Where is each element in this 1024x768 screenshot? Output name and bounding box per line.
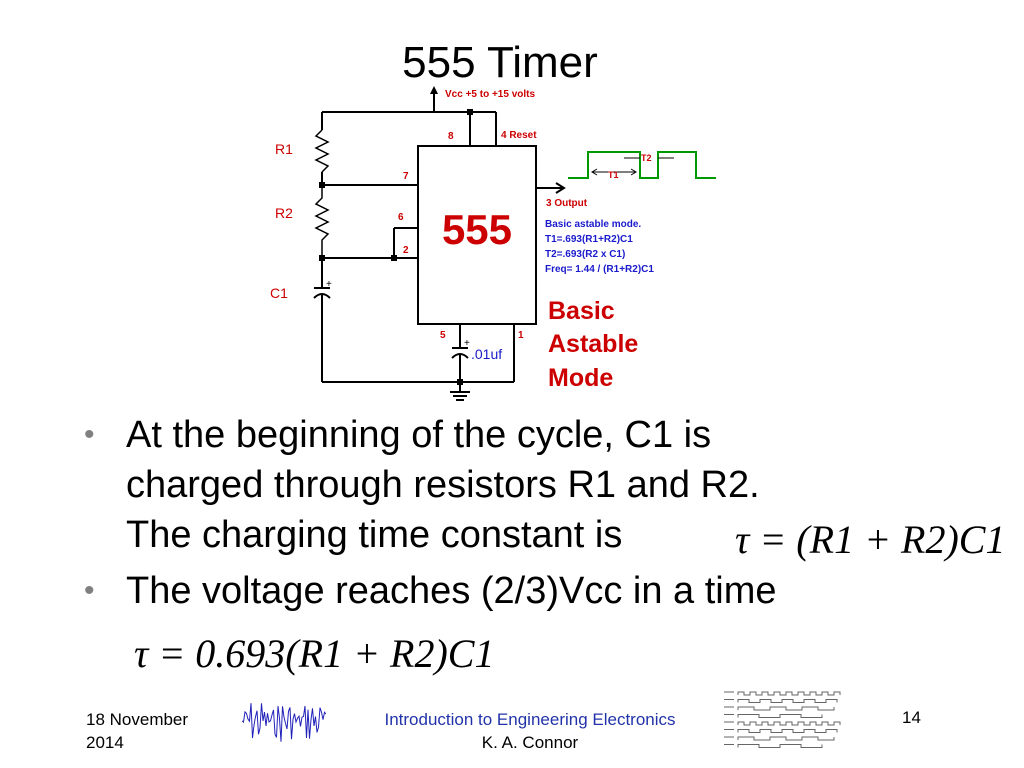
output-label: 3 Output: [546, 198, 588, 209]
supply-label: Vcc +5 to +15 volts: [445, 89, 535, 100]
r2-label: R2: [275, 205, 293, 221]
pin5-label: 5: [440, 330, 446, 341]
astable-555-circuit-diagram: Vcc +5 to +15 volts 8 4 Reset R1 7 R2 6 …: [270, 86, 716, 401]
bullet-line: At the beginning of the cycle, C1 is: [126, 414, 712, 456]
bullet-list: • At the beginning of the cycle, C1 is c…: [84, 410, 1014, 616]
timing-diagram-icon: [724, 691, 841, 748]
info-line-2: T1=.693(R1+R2)C1: [545, 234, 633, 245]
bullet-line: The voltage reaches (2/3)Vcc in a time: [126, 570, 777, 612]
output-waveform: [568, 151, 716, 179]
mode-line-1: Basic: [548, 297, 615, 325]
c1-label: C1: [270, 285, 288, 301]
bullet-item: • The voltage reaches (2/3)Vcc in a time: [84, 566, 1014, 616]
r2-resistor: [314, 185, 330, 258]
r1-resistor: [314, 129, 330, 173]
t1-label: T1: [608, 170, 619, 180]
t2-label: T2: [641, 153, 652, 163]
pin7-label: 7: [403, 171, 409, 182]
ground-icon: [450, 382, 470, 401]
noise-waveform-icon: [242, 703, 326, 742]
course-link[interactable]: Introduction to Engineering Electronics: [384, 710, 676, 729]
c1-plus: +: [326, 279, 332, 290]
mode-line-3: Mode: [548, 364, 613, 392]
time-constant-equation: τ = (R1 + R2)C1: [735, 517, 1006, 562]
bullet-line: The charging time constant is: [126, 514, 623, 556]
r1-label: R1: [275, 141, 293, 157]
info-line-1: Basic astable mode.: [545, 219, 641, 230]
pin4-label: 4 Reset: [501, 130, 537, 141]
charge-time-equation: τ = 0.693(R1 + R2)C1: [134, 631, 495, 676]
chip-555: [417, 145, 537, 325]
small-cap-plus: +: [464, 338, 470, 349]
pin2-label: 2: [403, 245, 409, 256]
page-number: 14: [902, 708, 921, 727]
slide-title: 555 Timer: [402, 38, 598, 87]
info-line-3: T2=.693(R2 x C1): [545, 249, 625, 260]
chip-label: 555: [442, 206, 512, 253]
small-cap-label: .01uf: [471, 346, 502, 362]
footer-course: Introduction to Engineering Electronics …: [350, 708, 710, 754]
pin8-label: 8: [448, 131, 454, 142]
author-name: K. A. Connor: [481, 733, 579, 752]
bullet-dot-icon: •: [84, 418, 95, 451]
info-line-4: Freq= 1.44 / (R1+R2)C1: [545, 264, 654, 275]
bullet-item: • At the beginning of the cycle, C1 is c…: [84, 410, 1014, 560]
mode-line-2: Astable: [548, 330, 638, 358]
bullet-dot-icon: •: [84, 574, 95, 607]
footer-date: 18 November 2014: [86, 708, 188, 754]
footer-date-line: 18 November: [86, 710, 189, 729]
footer-date-line: 2014: [86, 733, 124, 752]
bullet-line: charged through resistors R1 and R2.: [126, 464, 760, 506]
pin6-label: 6: [398, 212, 404, 223]
pin1-label: 1: [518, 330, 524, 341]
